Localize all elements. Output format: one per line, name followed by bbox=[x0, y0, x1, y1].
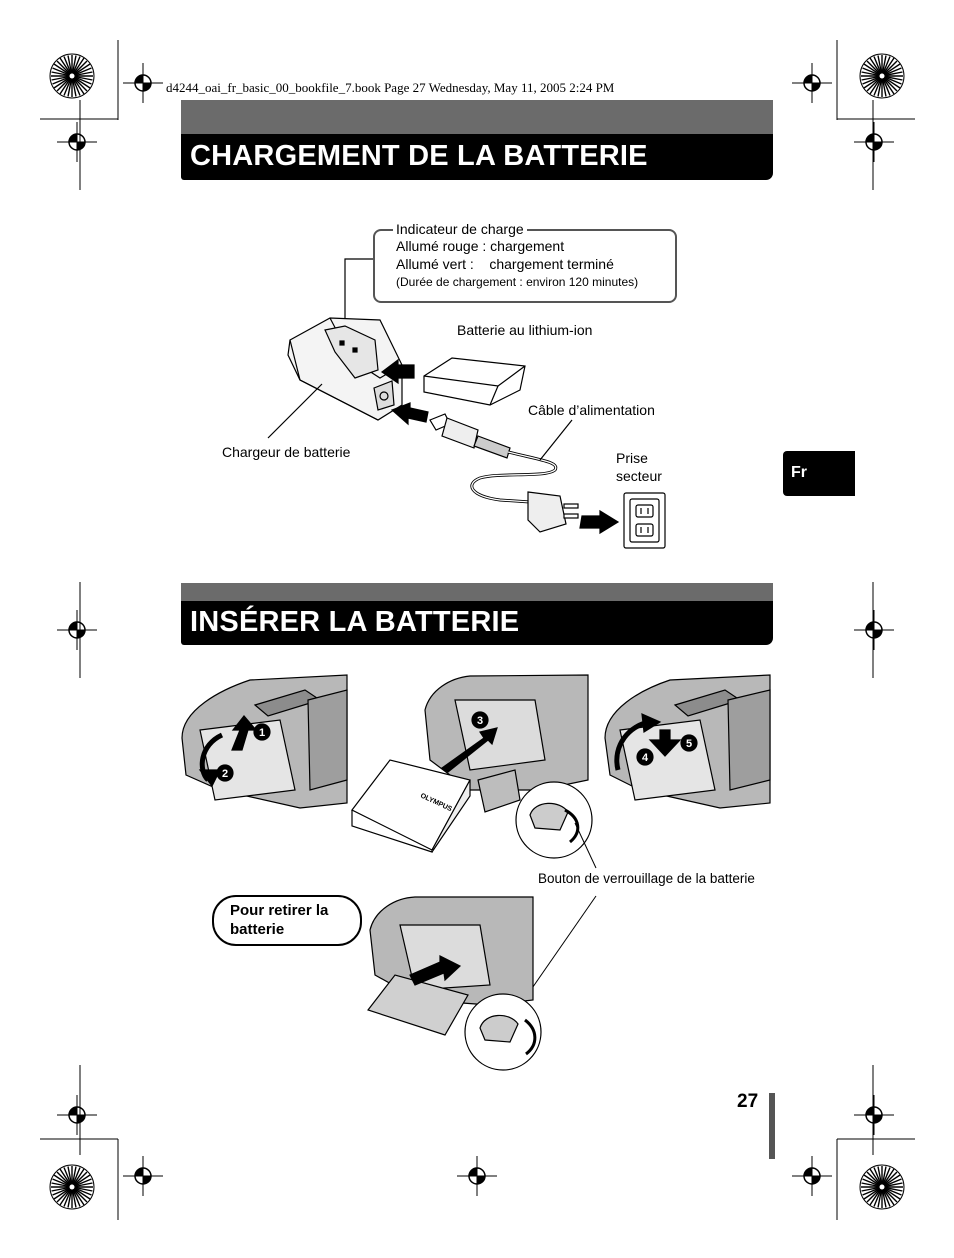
camera-open-door-illustration: 1 2 bbox=[181, 674, 348, 809]
charge-indicator-title: Indicateur de charge bbox=[393, 221, 527, 238]
crosshair-icon bbox=[456, 1155, 498, 1197]
label-battery-charger: Chargeur de batterie bbox=[222, 444, 351, 460]
registration-starburst-icon bbox=[859, 1164, 905, 1210]
step-5-label: 5 bbox=[686, 738, 692, 750]
label-power-cable: Câble d’alimentation bbox=[528, 402, 655, 418]
crosshair-icon bbox=[122, 62, 164, 104]
section-title-charging: CHARGEMENT DE LA BATTERIE bbox=[190, 140, 648, 172]
page-number: 27 bbox=[737, 1091, 759, 1112]
charger-illustration bbox=[267, 258, 666, 549]
step-4-label: 4 bbox=[642, 752, 649, 764]
step-1-label: 1 bbox=[259, 727, 265, 739]
crosshair-icon bbox=[56, 121, 98, 163]
crosshair-icon bbox=[791, 62, 833, 104]
crosshair-icon bbox=[791, 1155, 833, 1197]
registration-starburst-icon bbox=[49, 1164, 95, 1210]
section-title-bar-charging: CHARGEMENT DE LA BATTERIE bbox=[181, 100, 773, 180]
language-tab-label: Fr bbox=[791, 464, 807, 481]
label-outlet-line2: secteur bbox=[616, 468, 662, 484]
camera-close-door-illustration: 4 5 bbox=[604, 674, 771, 809]
language-tab: Fr bbox=[783, 451, 855, 496]
crosshair-icon bbox=[853, 609, 895, 651]
label-lithium-battery: Batterie au lithium-ion bbox=[457, 322, 593, 338]
step-3-label: 3 bbox=[477, 715, 483, 727]
section-title-bar-insert: INSÉRER LA BATTERIE bbox=[181, 565, 773, 645]
crosshair-icon bbox=[56, 609, 98, 651]
page-number-bar bbox=[769, 1093, 775, 1159]
file-header-line: d4244_oai_fr_basic_00_bookfile_7.book Pa… bbox=[166, 80, 615, 95]
registration-starburst-icon bbox=[859, 53, 905, 99]
label-lock-button: Bouton de verrouillage de la batterie bbox=[538, 871, 755, 886]
section-title-insert: INSÉRER LA BATTERIE bbox=[190, 606, 520, 638]
crosshair-icon bbox=[56, 1094, 98, 1136]
charge-indicator-red: Allumé rouge : chargement bbox=[396, 238, 565, 254]
crosshair-icon bbox=[853, 121, 895, 163]
charge-indicator-green: Allumé vert : chargement terminé bbox=[396, 256, 614, 272]
charge-indicator-callout bbox=[373, 229, 677, 303]
crosshair-icon bbox=[122, 1155, 164, 1197]
remove-battery-note-text: Pour retirer la batterie bbox=[230, 902, 329, 938]
crosshair-icon bbox=[853, 1094, 895, 1136]
camera-remove-battery-illustration bbox=[367, 896, 542, 1071]
remove-battery-note: Pour retirer la batterie bbox=[212, 895, 362, 946]
camera-insert-battery-illustration: OLYMPUS 3 bbox=[351, 674, 593, 859]
step-2-label: 2 bbox=[222, 768, 228, 780]
charge-duration-note: (Durée de chargement : environ 120 minut… bbox=[396, 275, 639, 289]
label-outlet-line1: Prise bbox=[616, 450, 648, 466]
registration-starburst-icon bbox=[49, 53, 95, 99]
